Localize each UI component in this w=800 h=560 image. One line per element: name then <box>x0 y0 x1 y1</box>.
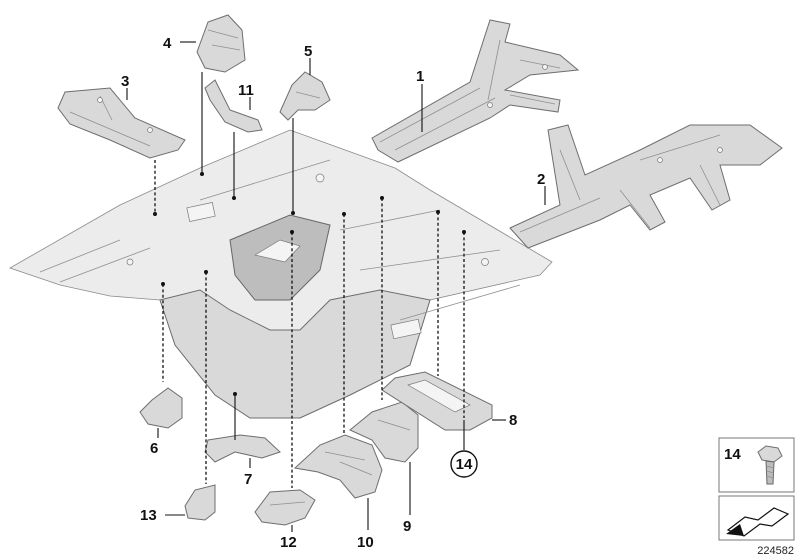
callout-11: 11 <box>238 82 254 99</box>
floor-panel <box>9 129 553 419</box>
housing-part-4 <box>196 14 246 73</box>
cover-part-10 <box>293 434 383 499</box>
bracket-part-5 <box>279 71 331 121</box>
callout-8: 8 <box>509 412 517 429</box>
callout-4: 4 <box>163 35 172 52</box>
callout-2: 2 <box>537 171 545 188</box>
rear-crossmember-assembly <box>509 124 783 249</box>
callout-14-circle <box>450 450 478 478</box>
callout-14-circled: 14 <box>456 456 473 473</box>
icon-box <box>718 495 795 541</box>
callout-10: 10 <box>357 534 374 551</box>
plate-part-8 <box>381 371 493 431</box>
front-rail-assembly <box>371 19 580 163</box>
callout-13: 13 <box>140 507 157 524</box>
callout-1: 1 <box>416 68 424 85</box>
leader-lines <box>126 41 546 532</box>
callout-9: 9 <box>403 518 411 535</box>
reference-number: 224582 <box>757 545 794 557</box>
bracket-part-11 <box>204 79 263 133</box>
bracket-part-6 <box>139 387 183 429</box>
bracket-part-3 <box>57 87 186 159</box>
bracket-part-13 <box>184 484 216 521</box>
callout-12: 12 <box>280 534 297 551</box>
callout-5: 5 <box>304 43 312 60</box>
legend-box: 14 <box>718 437 795 493</box>
bolt-icon <box>757 445 783 485</box>
floor-pan-icon <box>726 507 790 537</box>
bracket-part-12 <box>254 489 316 526</box>
callout-6: 6 <box>150 440 158 457</box>
callout-labels: 1 2 3 4 5 11 6 7 13 12 10 9 8 14 <box>121 35 545 551</box>
bracket-part-7 <box>204 434 281 463</box>
callout-7: 7 <box>244 471 252 488</box>
legend-item-number: 14 <box>724 446 741 463</box>
callout-3: 3 <box>121 73 129 90</box>
cover-part-9 <box>349 401 419 463</box>
